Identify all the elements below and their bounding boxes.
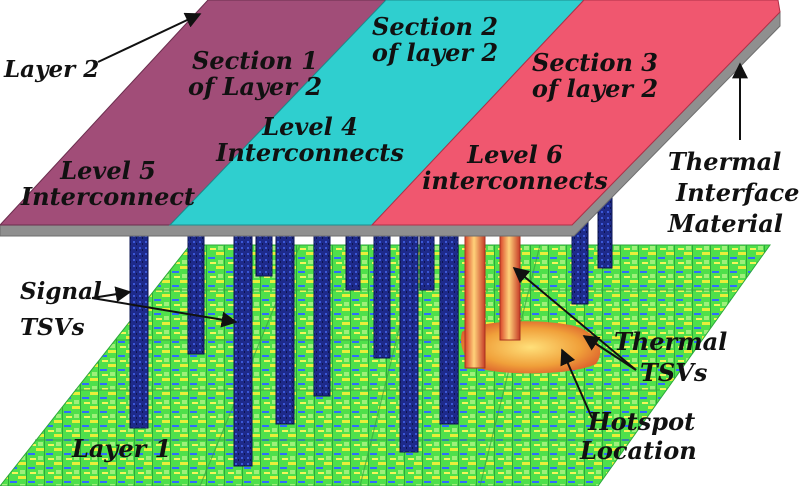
label-level6-line2: interconnects bbox=[422, 165, 608, 195]
signal-tsvs bbox=[129, 189, 613, 467]
layer2-section3 bbox=[370, 0, 781, 226]
label-hotspot-line1: Hotspot bbox=[588, 407, 696, 436]
label-section2-line2: of layer 2 bbox=[371, 37, 499, 67]
label-section2: Section 2 of layer 2 bbox=[340, 14, 530, 66]
arrow-signal-1 bbox=[91, 286, 132, 303]
label-section3-line1: Section 3 bbox=[532, 48, 658, 77]
label-level4: Level 4 Interconnects bbox=[210, 114, 410, 166]
label-level5-line2: Interconnect bbox=[20, 181, 196, 211]
label-section3: Section 3 of layer 2 bbox=[500, 50, 690, 102]
label-level5-line1: Level 5 bbox=[60, 156, 156, 185]
label-signal-tsvs: Signal TSVs bbox=[20, 274, 102, 345]
label-tim-line1: Thermal bbox=[668, 147, 782, 176]
label-level4-line1: Level 4 bbox=[262, 112, 358, 141]
signal-tsv bbox=[313, 227, 331, 397]
label-level6-line1: Level 6 bbox=[467, 140, 563, 169]
signal-tsv bbox=[233, 227, 253, 467]
label-level5: Level 5 Interconnect bbox=[8, 158, 208, 210]
label-thermal-line2: TSVs bbox=[640, 358, 708, 388]
signal-tsv bbox=[399, 227, 419, 453]
arrow-hotspot bbox=[560, 348, 593, 419]
label-level6: Level 6 interconnects bbox=[410, 142, 620, 194]
label-section1-line1: Section 1 bbox=[192, 46, 318, 75]
label-section3-line2: of layer 2 bbox=[531, 73, 659, 103]
signal-tsv bbox=[187, 227, 205, 355]
signal-tsv bbox=[419, 227, 435, 291]
label-tim-line3: Material bbox=[668, 209, 783, 239]
label-section1-line2: of Layer 2 bbox=[187, 71, 323, 101]
arrow-thermal-2 bbox=[582, 335, 637, 371]
signal-tsv bbox=[129, 227, 149, 429]
signal-tsv bbox=[373, 227, 391, 359]
label-layer1: Layer 1 bbox=[72, 434, 172, 463]
annotation-arrows bbox=[91, 12, 748, 419]
thermal-tsv bbox=[499, 227, 521, 341]
signal-tsv bbox=[275, 227, 295, 425]
thermal-tsv bbox=[464, 227, 486, 369]
label-thermal-tsvs: Thermal TSVs bbox=[614, 326, 727, 388]
label-level4-line2: Interconnects bbox=[216, 137, 404, 167]
label-signal-line1: Signal bbox=[20, 278, 102, 305]
label-layer2: Layer 2 bbox=[4, 56, 100, 83]
label-signal-line2: TSVs bbox=[20, 313, 85, 341]
arrow-layer2 bbox=[97, 12, 202, 63]
thermal-tsvs bbox=[464, 227, 521, 369]
signal-tsv bbox=[439, 227, 459, 425]
arrow-thermal-1 bbox=[512, 266, 637, 371]
label-tim-line2: Interface bbox=[676, 178, 800, 208]
label-section2-line1: Section 2 bbox=[372, 12, 498, 41]
label-hotspot-location: Hotspot Location bbox=[580, 407, 697, 466]
label-thermal-interface-material: Thermal Interface Material bbox=[668, 146, 799, 240]
arrow-signal-2 bbox=[91, 297, 238, 328]
label-section1: Section 1 of Layer 2 bbox=[160, 48, 350, 100]
label-hotspot-line2: Location bbox=[580, 435, 697, 465]
label-thermal-line1: Thermal bbox=[614, 327, 728, 356]
signal-tsv bbox=[345, 227, 361, 291]
